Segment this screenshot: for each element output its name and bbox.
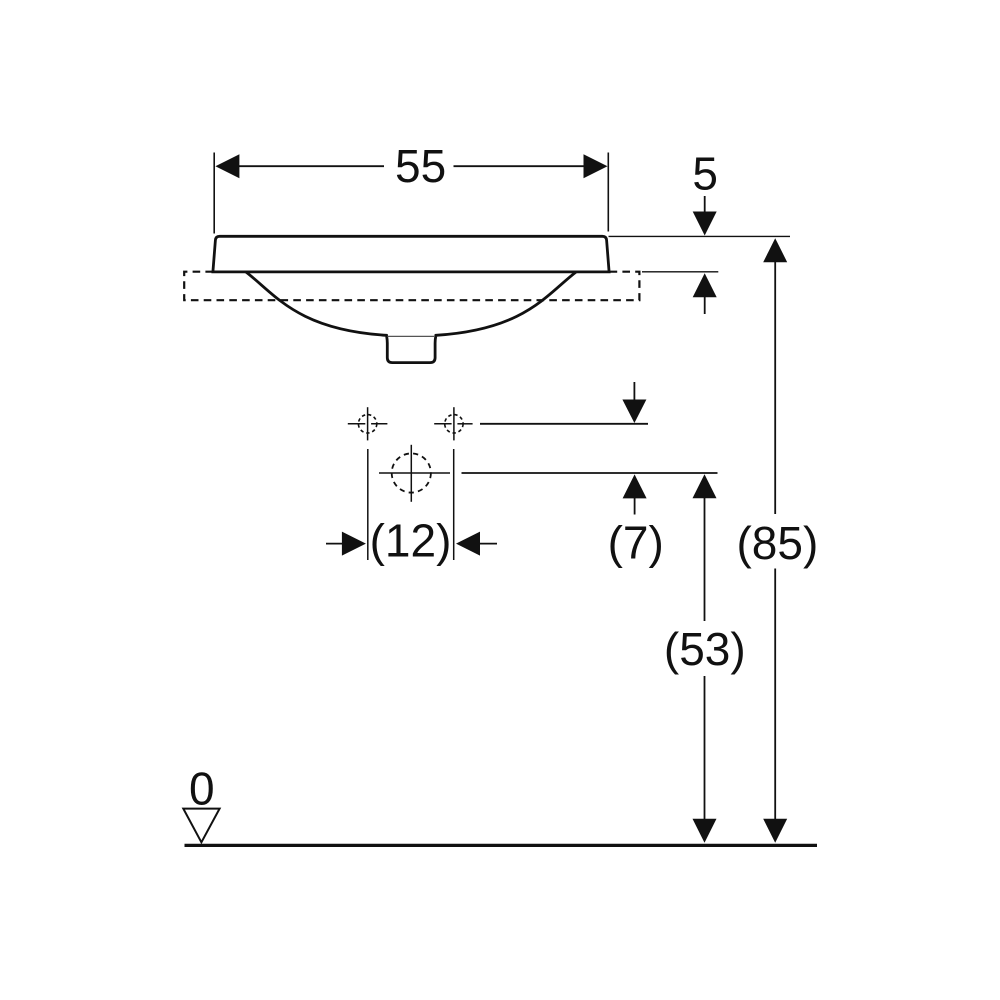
svg-text:55: 55 xyxy=(395,140,446,192)
svg-text:(85): (85) xyxy=(736,517,818,569)
svg-text:(53): (53) xyxy=(664,623,746,675)
svg-text:0: 0 xyxy=(189,763,215,815)
svg-text:(12): (12) xyxy=(370,515,452,567)
svg-text:5: 5 xyxy=(692,148,718,200)
svg-text:(7): (7) xyxy=(608,517,664,569)
